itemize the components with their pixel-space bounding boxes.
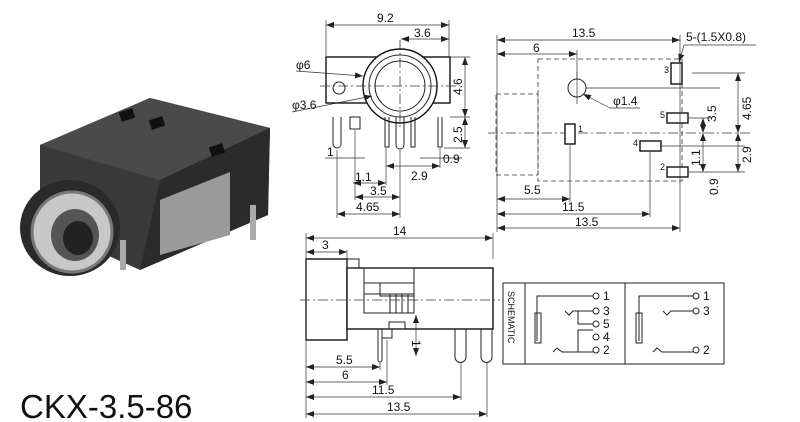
pin-label-5: 5 bbox=[660, 110, 665, 120]
dim-inner-dia: φ3.6 bbox=[292, 98, 317, 112]
top-slot bbox=[208, 143, 226, 157]
dim-4-65: 4.65 bbox=[740, 96, 754, 120]
dim-2-9: 2.9 bbox=[411, 169, 428, 183]
dim-5-5: 5.5 bbox=[336, 353, 353, 367]
dim-length: 14 bbox=[393, 224, 407, 238]
dim-6: 6 bbox=[342, 368, 349, 382]
dim-pin-offset: 0.9 bbox=[443, 152, 460, 166]
dim-2-9: 2.9 bbox=[740, 146, 754, 163]
dim-overall-bottom: 13.5 bbox=[575, 215, 599, 229]
dim-13-5: 13.5 bbox=[387, 400, 411, 414]
top-slot bbox=[148, 116, 166, 130]
metal-contact bbox=[160, 172, 230, 255]
terminal-1: 1 bbox=[703, 289, 710, 303]
terminal-2: 2 bbox=[603, 343, 610, 357]
dim-11-5: 11.5 bbox=[372, 383, 395, 397]
terminal-5: 5 bbox=[603, 317, 610, 331]
pcb-layout: φ1.4 3 5 1 4 2 13.5 6 5-(1.5X0.8) 3.5 4.… bbox=[488, 26, 756, 232]
schematic-label: SCHEMATIC bbox=[506, 291, 516, 344]
dim-cap: 3 bbox=[322, 238, 329, 252]
dim-3-5: 3.5 bbox=[370, 184, 387, 198]
dim-width: 9.2 bbox=[377, 11, 394, 25]
dim-pin-length: 2.5 bbox=[451, 126, 465, 143]
product-photo bbox=[20, 98, 270, 276]
dim-pin-height: 1 bbox=[409, 340, 423, 347]
dim-pin-width: 1 bbox=[327, 145, 334, 159]
front-view: 9.2 3.6 φ6 φ3.6 4.6 2.5 1 0.9 2.9 1.1 3.… bbox=[291, 11, 470, 218]
dim-hole-pos: 6 bbox=[533, 41, 540, 55]
jack-hole-inner bbox=[63, 221, 93, 255]
schematic: SCHEMATIC 1 3 5 4 2 1 3 2 bbox=[502, 282, 725, 365]
terminal-3: 3 bbox=[603, 304, 610, 318]
dim-hole-dia: φ1.4 bbox=[613, 94, 638, 108]
pin-label-4: 4 bbox=[633, 138, 638, 148]
dim-4-65: 4.65 bbox=[356, 200, 380, 214]
jack-top-face bbox=[40, 98, 270, 180]
model-name: CKX-3.5-86 bbox=[20, 388, 192, 422]
dim-overall-top: 13.5 bbox=[572, 26, 596, 40]
side-view: 14 3 1 5.5 6 11.5 13.5 bbox=[300, 224, 500, 418]
top-slot bbox=[118, 108, 136, 122]
pad-spec: 5-(1.5X0.8) bbox=[686, 30, 746, 44]
pin-label-3: 3 bbox=[664, 65, 669, 75]
dim-body-height: 4.6 bbox=[451, 78, 465, 95]
dim-1-1: 1.1 bbox=[689, 149, 703, 166]
dim-1-1: 1.1 bbox=[355, 170, 372, 184]
dim-hole-offset: 3.6 bbox=[414, 26, 431, 40]
dim-3-5: 3.5 bbox=[705, 105, 719, 122]
pin-label-2: 2 bbox=[660, 162, 665, 172]
pin-label-1: 1 bbox=[578, 124, 583, 134]
terminal-3: 3 bbox=[703, 304, 710, 318]
dim-5-5: 5.5 bbox=[524, 183, 541, 197]
terminal-4: 4 bbox=[603, 330, 610, 344]
dim-outer-dia: φ6 bbox=[296, 58, 311, 72]
pin bbox=[250, 205, 256, 240]
dim-0-9: 0.9 bbox=[707, 178, 721, 195]
terminal-2: 2 bbox=[703, 343, 710, 357]
terminal-1: 1 bbox=[603, 289, 610, 303]
dim-11-5: 11.5 bbox=[562, 200, 585, 214]
pin bbox=[120, 240, 126, 270]
